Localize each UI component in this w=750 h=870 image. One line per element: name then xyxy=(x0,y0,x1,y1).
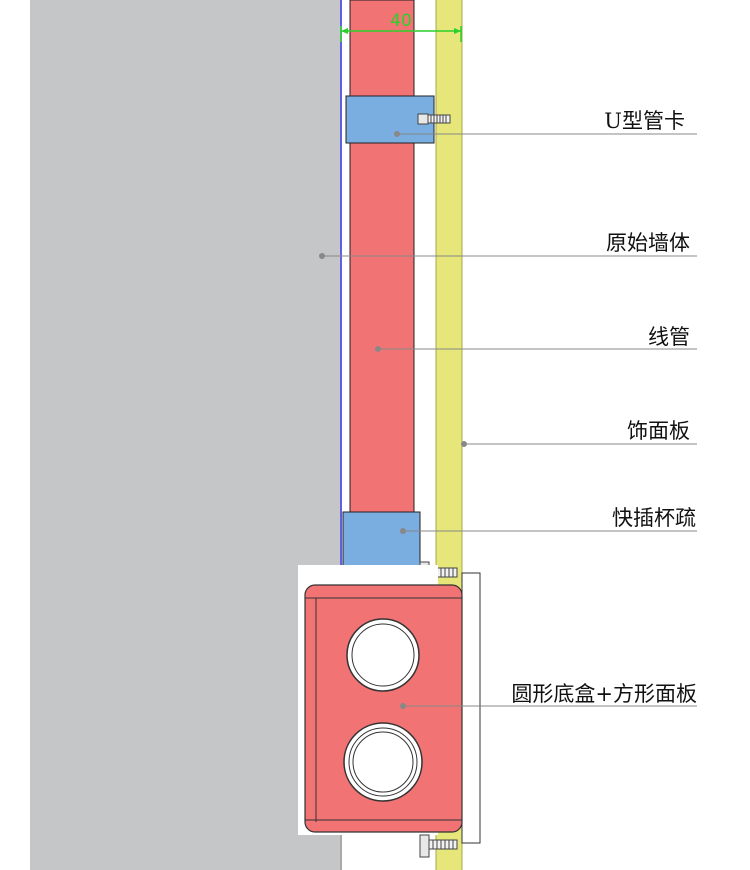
callout-conduit: 线管 xyxy=(375,325,697,352)
dimension-marker: 40 xyxy=(340,11,462,42)
callout-original-wall: 原始墙体 xyxy=(319,231,697,259)
screw-icon xyxy=(417,113,451,125)
callout-label: 原始墙体 xyxy=(606,231,690,255)
callout-quick-coupling: 快插杯疏 xyxy=(400,506,697,534)
callout-label: 线管 xyxy=(648,325,690,349)
callout-junction-box: 圆形底盒+方形面板 xyxy=(400,682,697,709)
knockout-hole-icon xyxy=(346,618,420,692)
callout-u-clamp: U型管卡 xyxy=(394,109,697,137)
square-face-plate xyxy=(461,572,481,844)
callout-label: 圆形底盒+方形面板 xyxy=(511,682,697,706)
original-wall-mass xyxy=(30,0,340,870)
callout-label: 快插杯疏 xyxy=(612,506,696,530)
callout-label: U型管卡 xyxy=(604,109,685,133)
conduit-pipe xyxy=(349,0,415,591)
callout-label: 饰面板 xyxy=(627,419,690,443)
callout-facing-panel: 饰面板 xyxy=(461,419,697,447)
knockout-hole-icon xyxy=(343,722,423,802)
dimension-value: 40 xyxy=(390,11,412,31)
screw-icon xyxy=(419,834,458,858)
